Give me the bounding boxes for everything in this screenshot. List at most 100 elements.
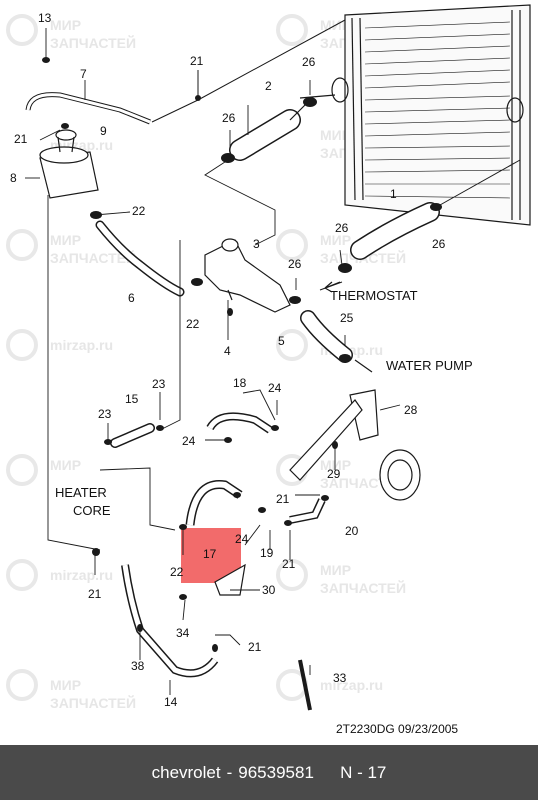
callout-26: 26 <box>335 221 349 235</box>
watermark-text: mirzap.ru <box>50 337 113 353</box>
callout-22: 22 <box>132 204 146 218</box>
clamps <box>42 57 442 652</box>
clamp-icon <box>338 263 352 273</box>
callout-22: 22 <box>186 317 200 331</box>
watermark-text: МИР <box>50 17 81 33</box>
thermostat-housing <box>204 238 291 313</box>
callout-21: 21 <box>248 640 262 654</box>
callout-1: 1 <box>390 187 397 201</box>
callout-28: 28 <box>404 403 418 417</box>
clamp-icon <box>92 548 100 556</box>
callout-24: 24 <box>182 434 196 448</box>
hose-20 <box>289 498 326 524</box>
clamp-icon <box>321 495 329 501</box>
callout-15: 15 <box>125 392 139 406</box>
callout-5: 5 <box>278 334 285 348</box>
clamp-icon <box>258 507 266 513</box>
clamp-icon <box>179 594 187 600</box>
callout-26: 26 <box>432 237 446 251</box>
clamp-icon <box>339 354 351 362</box>
clamp-icon <box>195 95 201 101</box>
watermark-text: mirzap.ru <box>320 677 383 693</box>
callout-23: 23 <box>98 407 112 421</box>
parts-diagram: МИР ЗАПЧАСТЕЙ МИР ЗАПЧАСТЕЙ mirzap.ru МИ… <box>6 4 531 736</box>
clamp-icon <box>212 644 218 652</box>
callout-19: 19 <box>260 546 274 560</box>
watermark-text: МИР <box>50 232 81 248</box>
clamp-icon <box>224 437 232 443</box>
callout-21: 21 <box>88 587 102 601</box>
callout-33: 33 <box>333 671 347 685</box>
hose-17 <box>185 480 243 526</box>
callout-21: 21 <box>14 132 28 146</box>
leader-lines <box>25 28 401 695</box>
callout-21: 21 <box>276 492 290 506</box>
callout-26: 26 <box>302 55 316 69</box>
callout-24: 24 <box>268 381 282 395</box>
clamp-icon <box>156 425 164 431</box>
clamp-icon <box>179 524 187 530</box>
watermark-text: МИР <box>50 677 81 693</box>
label-heater-core: CORE <box>73 503 111 518</box>
clamp-icon <box>221 153 235 163</box>
label-thermostat: THERMOSTAT <box>330 288 418 303</box>
clamp-icon <box>90 211 102 219</box>
callout-21: 21 <box>190 54 204 68</box>
cable-strap <box>298 659 312 711</box>
footer-brand: chevrolet <box>151 762 221 782</box>
clamp-icon <box>42 57 50 63</box>
clamp-icon <box>284 520 292 526</box>
callout-26: 26 <box>288 257 302 271</box>
overflow-hose-inner <box>26 93 151 124</box>
footer-separator: - <box>226 762 233 782</box>
watermark-text: МИР <box>320 127 351 143</box>
callout-2: 2 <box>265 79 272 93</box>
callout-13: 13 <box>38 11 52 25</box>
clamp-icon <box>430 203 442 211</box>
bracket-30 <box>214 563 246 596</box>
callout-6: 6 <box>128 291 135 305</box>
label-heater-core: HEATER <box>55 485 107 500</box>
watermark-text: МИР <box>50 457 81 473</box>
callout-7: 7 <box>80 67 87 81</box>
callout-24: 24 <box>235 532 249 546</box>
callout-22: 22 <box>170 565 184 579</box>
watermark-text: mirzap.ru <box>50 567 113 583</box>
callout-20: 20 <box>345 524 359 538</box>
bracket <box>289 389 421 501</box>
clamp-icon <box>137 624 143 632</box>
arrow-icon <box>324 281 341 293</box>
footer-spacer <box>320 763 334 783</box>
clamp-icon <box>303 97 317 107</box>
callout-4: 4 <box>224 344 231 358</box>
callout-14: 14 <box>164 695 178 709</box>
footer-part-number: 96539581 <box>238 762 314 782</box>
callout-38: 38 <box>131 659 145 673</box>
overflow-hose <box>25 92 151 125</box>
watermark-text: ЗАПЧАСТЕЙ <box>320 579 406 596</box>
water-pump-hose <box>300 310 373 373</box>
clamp-icon <box>191 278 203 286</box>
callout-21: 21 <box>282 557 296 571</box>
callout-25: 25 <box>340 311 354 325</box>
callouts: 13 7 21 9 8 21 2 26 26 1 22 26 3 26 6 22… <box>10 11 446 709</box>
upper-hose <box>229 104 306 161</box>
heater-pipe-15 <box>110 423 155 448</box>
watermark-text: ЗАПЧАСТЕЙ <box>50 694 136 711</box>
callout-17: 17 <box>203 547 217 561</box>
callout-9: 9 <box>100 124 107 138</box>
clamp-icon <box>289 296 301 304</box>
radiator-hose <box>350 202 440 260</box>
watermark-text: МИР <box>320 457 351 473</box>
footer-bar: chevrolet - 96539581 N - 17 <box>0 745 538 800</box>
radiator <box>299 4 531 226</box>
watermark-text: МИР <box>320 562 351 578</box>
callout-3: 3 <box>253 237 260 251</box>
callout-34: 34 <box>176 626 190 640</box>
clamp-icon <box>271 425 279 431</box>
diagram-code: 2T2230DG 09/23/2005 <box>336 722 458 736</box>
callout-29: 29 <box>327 467 341 481</box>
hose-18 <box>206 412 273 434</box>
watermark-text: ЗАПЧАСТЕЙ <box>50 249 136 266</box>
coolant-reservoir <box>39 129 99 199</box>
